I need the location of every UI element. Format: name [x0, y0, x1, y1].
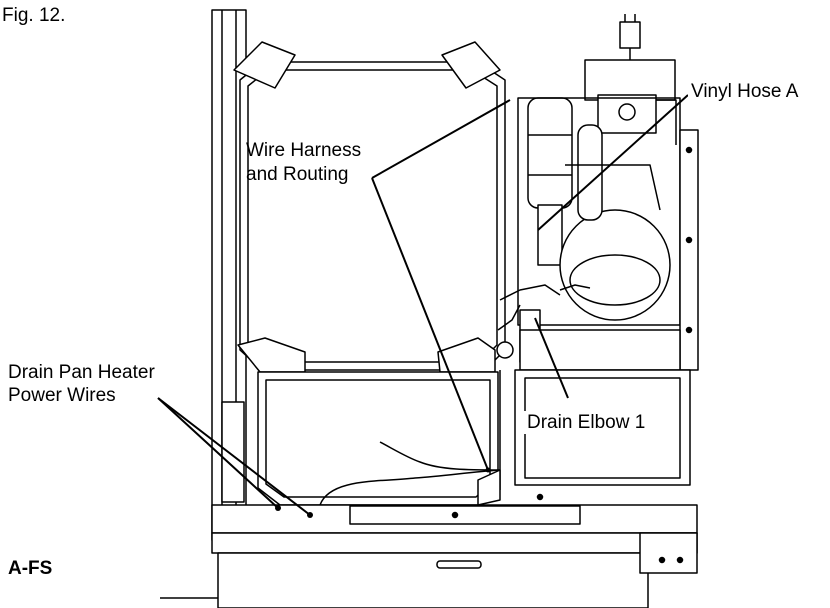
leader-vinyl-hose: [537, 94, 689, 231]
drain-pan: [221, 337, 499, 506]
water-cylinder: [527, 97, 573, 266]
leader-wire-harness-2: [371, 177, 489, 471]
wire-harness-label-line2: and Routing: [246, 164, 349, 185]
leader-drain-pan-2: [157, 397, 279, 509]
vinyl-hose-label: Vinyl Hose A: [688, 80, 802, 103]
base-cabinet: [160, 493, 698, 608]
drain-pan-label-line1: Drain Pan Heater: [8, 362, 155, 383]
top-left-bracket: [233, 41, 296, 89]
tubing: [496, 284, 591, 359]
compressor: [517, 97, 681, 326]
leader-drain-elbow: [534, 317, 569, 399]
drain-elbow-label: Drain Elbow 1: [524, 411, 649, 434]
upper-housing: [584, 59, 677, 145]
leader-lines: [157, 94, 689, 516]
liner-panel: [239, 61, 506, 371]
power-plug: [619, 14, 641, 65]
figure-label: Fig. 12.: [2, 5, 66, 26]
drain-pan-label-line2: Power Wires: [8, 385, 116, 406]
lower-tray: [499, 329, 691, 490]
model-label: A-FS: [8, 558, 53, 579]
top-right-bracket: [441, 41, 501, 89]
wire-harness: [319, 469, 501, 506]
wire-harness-label-line1: Wire Harness: [246, 140, 362, 161]
right-side-panel: [679, 129, 699, 371]
leader-wire-harness-1: [371, 99, 511, 179]
leader-drain-pan-1: [157, 397, 311, 516]
